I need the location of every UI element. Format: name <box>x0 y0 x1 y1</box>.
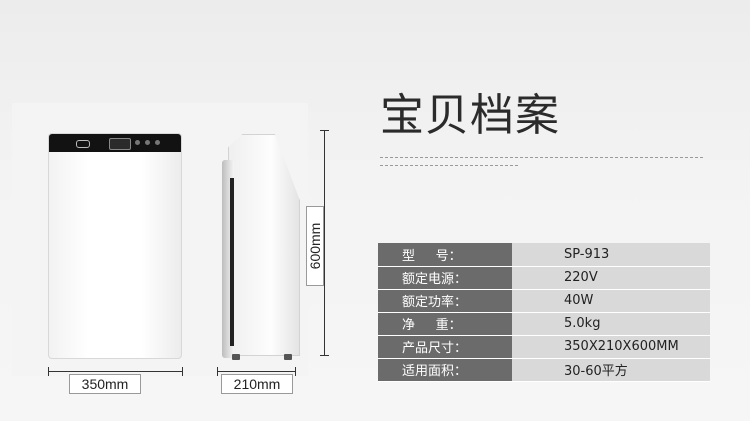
width-dimension-label: 350mm <box>69 374 141 394</box>
spec-value: 5.0kg <box>512 312 710 336</box>
control-panel-strip <box>49 134 181 152</box>
spec-row-size: 产品尺寸： 350X210X600MM <box>378 335 710 359</box>
control-button <box>155 140 160 145</box>
control-button <box>135 140 140 145</box>
height-dimension-label: 600mm <box>306 206 324 286</box>
depth-dimension-tick <box>217 367 218 376</box>
spec-label: 适用面积： <box>378 358 512 382</box>
width-dimension-line <box>48 371 183 372</box>
spec-label: 产品尺寸： <box>378 335 512 359</box>
depth-dimension-line <box>217 371 296 372</box>
height-dimension-text: 600mm <box>307 222 323 270</box>
brand-logo <box>76 140 90 148</box>
page-title: 宝贝档案 <box>380 90 560 141</box>
spec-label: 净 重： <box>378 312 512 336</box>
purifier-side-view <box>216 130 306 362</box>
height-dimension-line <box>324 130 325 356</box>
spec-label: 额定电源： <box>378 266 512 290</box>
side-foot <box>284 354 292 360</box>
side-foot <box>232 354 240 360</box>
height-dimension-tick <box>320 130 329 131</box>
spec-value: 350X210X600MM <box>512 335 710 359</box>
spec-row-voltage: 额定电源： 220V <box>378 266 710 290</box>
decorative-divider <box>380 157 704 158</box>
width-dimension-tick <box>48 367 49 376</box>
side-housing <box>228 134 300 356</box>
spec-value: 220V <box>512 266 710 290</box>
purifier-front-view <box>48 133 182 359</box>
display-screen <box>109 138 131 150</box>
height-dimension-tick <box>320 355 329 356</box>
decorative-divider <box>380 165 520 166</box>
spec-row-area: 适用面积： 30-60平方 <box>378 358 710 382</box>
spec-table: 型 号： SP-913 额定电源： 220V 额定功率： 40W 净 重： 5.… <box>378 243 710 382</box>
spec-label: 额定功率： <box>378 289 512 313</box>
spec-value: SP-913 <box>512 243 710 267</box>
spec-value: 40W <box>512 289 710 313</box>
spec-value: 30-60平方 <box>512 358 710 382</box>
side-filter-gap <box>230 178 234 346</box>
width-dimension-tick <box>182 367 183 376</box>
spec-label: 型 号： <box>378 243 512 267</box>
control-button <box>145 140 150 145</box>
depth-dimension-label: 210mm <box>221 374 293 394</box>
depth-dimension-tick <box>295 367 296 376</box>
spec-row-weight: 净 重： 5.0kg <box>378 312 710 336</box>
spec-row-model: 型 号： SP-913 <box>378 243 710 267</box>
spec-row-power: 额定功率： 40W <box>378 289 710 313</box>
